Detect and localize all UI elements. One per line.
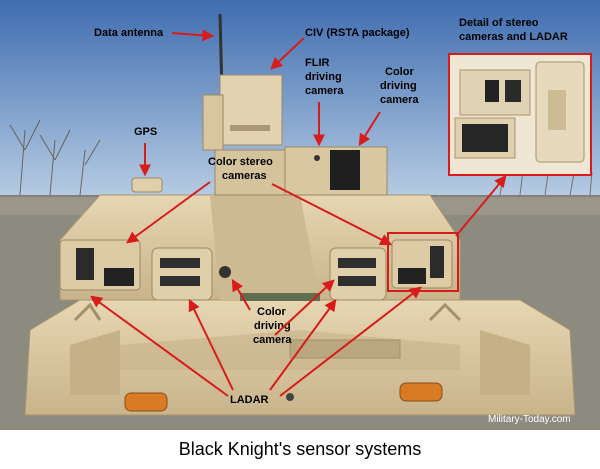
right-marker-light	[399, 382, 443, 402]
vehicle-photo: Data antenna CIV (RSTA package) Detail o…	[0, 0, 600, 430]
label-gps: GPS	[134, 126, 157, 138]
vent-grille	[289, 339, 401, 359]
label-color-driving-bottom-1: Color	[257, 306, 286, 318]
left-marker-light	[124, 392, 168, 412]
civ-mast	[219, 74, 283, 146]
label-data-antenna: Data antenna	[94, 27, 164, 39]
watermark: Military-Today.com	[488, 414, 571, 425]
label-flir-3: camera	[305, 85, 344, 97]
label-color-driving-top-3: camera	[380, 94, 419, 106]
annotation-arrows	[90, 29, 507, 397]
figure-caption: Black Knight's sensor systems	[178, 439, 422, 459]
label-stereo-1: Color stereo	[208, 156, 273, 168]
label-stereo-2: cameras	[222, 170, 267, 182]
label-color-driving-bottom-3: camera	[253, 334, 292, 346]
gps-dome	[131, 177, 163, 193]
stereo-detail-frame	[387, 232, 459, 292]
label-color-driving-top-2: driving	[380, 80, 417, 92]
label-civ: CIV (RSTA package)	[305, 27, 410, 39]
label-flir-1: FLIR	[305, 57, 329, 69]
left-ladar-pod	[151, 247, 213, 301]
label-color-driving-top-1: Color	[385, 66, 414, 78]
label-ladar: LADAR	[230, 394, 269, 406]
label-detail-1: Detail of stereo	[459, 17, 539, 29]
label-flir-2: driving	[305, 71, 342, 83]
right-ladar-pod	[329, 247, 387, 301]
label-detail-2: cameras and LADAR	[459, 31, 568, 43]
trees-left	[9, 119, 101, 196]
